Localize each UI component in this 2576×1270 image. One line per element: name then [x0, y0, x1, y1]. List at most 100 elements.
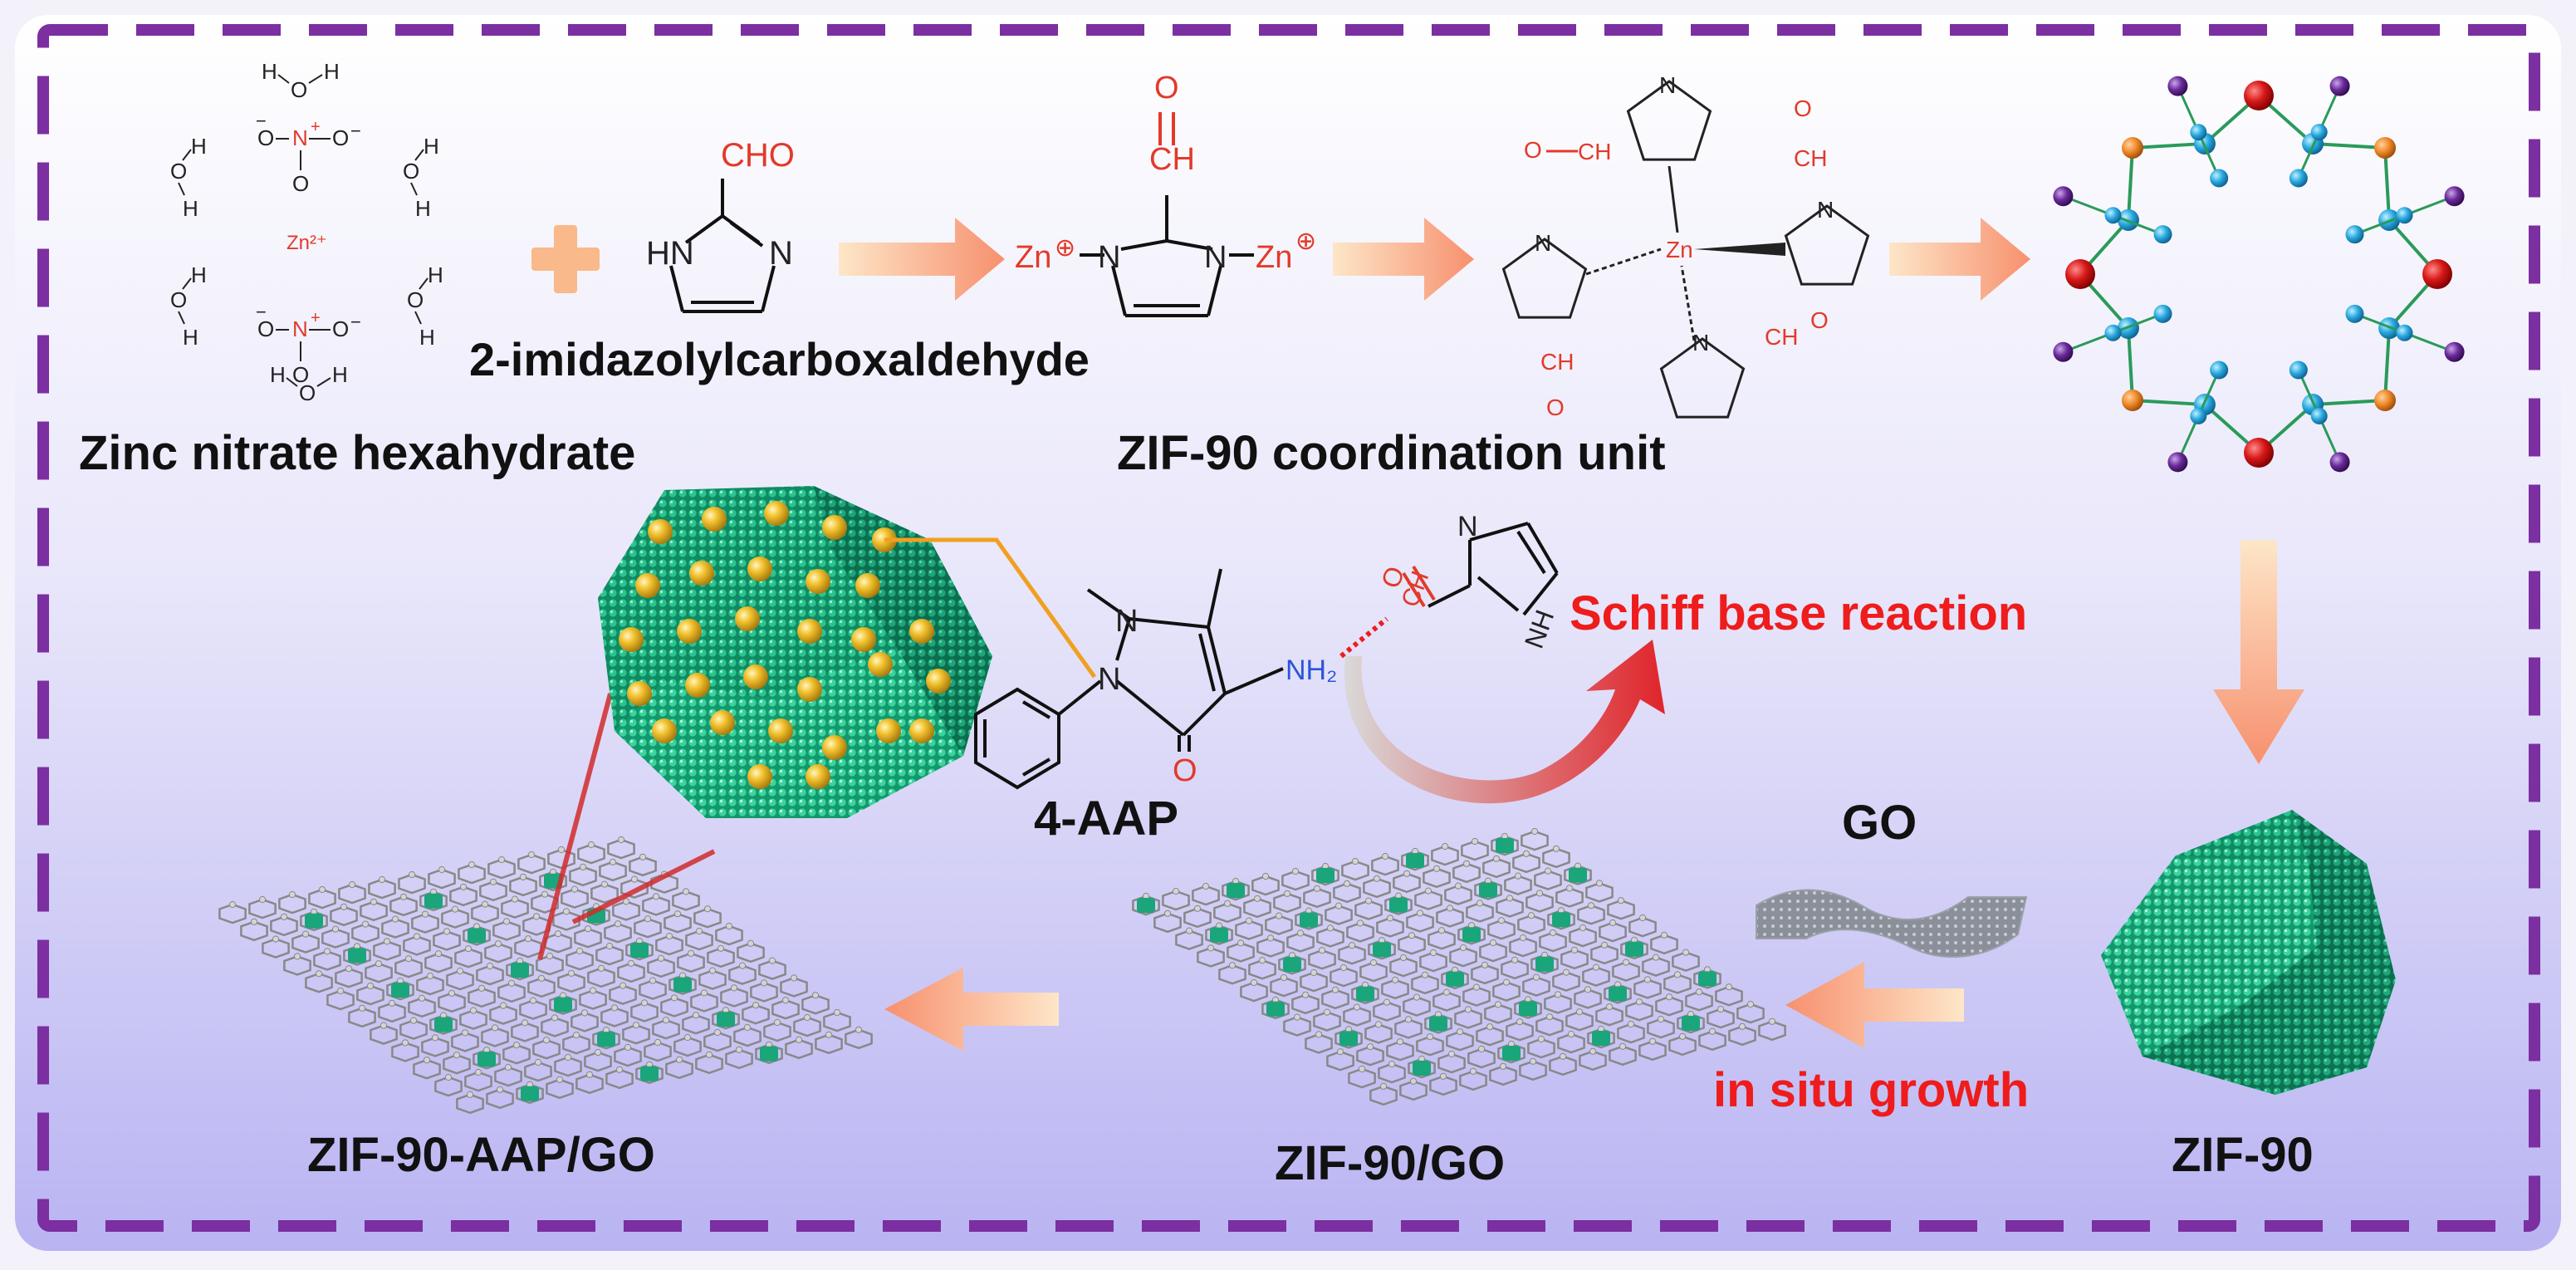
water-molecule: OHH: [403, 134, 439, 221]
zif-particle: [554, 997, 572, 1013]
cage-atom: [2329, 76, 2350, 96]
zif-particle: [1406, 853, 1424, 868]
arrow-bottom-left: [884, 968, 1059, 1051]
cage-atom: [2396, 207, 2413, 224]
zif-particle: [1413, 1061, 1431, 1076]
gold-sphere: [689, 561, 714, 586]
cage-atom: [2310, 124, 2328, 141]
label-aap: 4-AAP: [1034, 792, 1178, 846]
gold-sphere: [677, 619, 702, 644]
zif-particle: [1698, 971, 1717, 987]
zif-particle: [1552, 912, 1570, 928]
cage-atom: [2104, 207, 2122, 224]
cage-atom: [2190, 124, 2207, 141]
zif-particle: [1137, 898, 1155, 913]
svg-text:−: −: [256, 302, 267, 322]
zif-particle: [1535, 956, 1554, 972]
gold-sphere: [797, 677, 822, 702]
gold-sphere: [806, 569, 830, 594]
gold-sphere: [868, 652, 893, 677]
curved-arrow: [1344, 640, 1665, 804]
zif-particle: [1625, 941, 1643, 957]
svg-text:H: H: [419, 325, 435, 350]
arrow-1: [839, 218, 1005, 301]
gold-sphere: [619, 627, 644, 652]
svg-text:H: H: [270, 362, 286, 387]
svg-text:−: −: [350, 120, 361, 141]
gold-sphere: [743, 664, 768, 689]
svg-text:O: O: [1524, 137, 1542, 163]
svg-text:O: O: [292, 171, 309, 196]
aap-n1: N: [1115, 604, 1138, 639]
svg-text:−: −: [256, 110, 267, 131]
gold-sphere: [909, 619, 934, 644]
cage-atom: [2444, 186, 2465, 207]
zif-particle: [630, 943, 649, 958]
aap-molecule: N N O NH₂: [974, 568, 1337, 790]
zif-particle: [1462, 927, 1481, 943]
svg-text:O: O: [291, 77, 307, 102]
zif-particle: [305, 913, 323, 929]
svg-text:O: O: [1546, 395, 1565, 420]
label-schiff: Schiff base reaction: [1570, 586, 2027, 640]
gold-sphere: [702, 507, 727, 532]
label-zif90-aap-go: ZIF-90-AAP/GO: [307, 1128, 655, 1182]
cage-atom: [2444, 341, 2465, 362]
cage-atom: [2065, 259, 2095, 289]
svg-text:O: O: [170, 159, 187, 184]
ald-n: N: [1457, 511, 1478, 542]
zif-particle: [1479, 882, 1497, 898]
zif-particle: [511, 963, 529, 978]
zn-right: Zn: [1256, 240, 1292, 275]
gold-sphere: [764, 501, 789, 526]
imidazole-structure: CHO HN N: [646, 137, 795, 313]
zif-particle: [1446, 971, 1464, 987]
svg-text:N: N: [292, 316, 308, 341]
zn-complex-n1: N: [1098, 240, 1120, 275]
gold-sphere: [806, 764, 830, 789]
gold-sphere: [909, 718, 934, 743]
gold-sphere: [747, 557, 772, 581]
zif-particle: [1227, 883, 1245, 898]
svg-text:H: H: [424, 134, 439, 159]
gold-sphere: [855, 573, 880, 598]
svg-text:O: O: [170, 287, 187, 312]
zif-particle: [1210, 927, 1228, 943]
zif-particle: [391, 983, 409, 998]
arrow-down: [2213, 540, 2304, 764]
cage-atom: [2053, 341, 2074, 362]
gold-sphere: [768, 718, 793, 743]
svg-text:O: O: [332, 316, 349, 341]
zif-particle: [477, 1052, 496, 1067]
cage-atom: [2289, 169, 2308, 188]
gold-sphere: [822, 515, 847, 540]
cage-atom: [2210, 360, 2229, 380]
zif-particle: [1609, 986, 1627, 1002]
label-in-situ: in situ growth: [1713, 1063, 2029, 1117]
svg-text:H: H: [191, 134, 207, 159]
svg-text:H: H: [324, 59, 340, 84]
zif-particle: [434, 1017, 453, 1032]
cage-atom: [2310, 407, 2328, 424]
water-molecule: OHH: [407, 262, 443, 350]
gold-sphere: [652, 718, 677, 743]
aap-connector-line: [884, 537, 1097, 679]
svg-text:H: H: [332, 362, 348, 387]
zif90-crystal: [2101, 810, 2396, 1095]
svg-text:O: O: [1810, 307, 1829, 333]
hbond-dotted: [1339, 616, 1388, 659]
coord-ring-bottom: N: [1659, 330, 1746, 419]
arrow-3: [1889, 218, 2030, 301]
svg-text:N: N: [1817, 197, 1834, 223]
cage-atom: [2345, 225, 2364, 244]
label-zif90-go: ZIF-90/GO: [1275, 1136, 1505, 1190]
cage-atom: [2374, 390, 2397, 412]
zn-complex-n2: N: [1204, 240, 1227, 275]
svg-text:N: N: [1692, 330, 1709, 356]
svg-text:CH: CH: [1794, 145, 1827, 171]
cage-atom: [2104, 324, 2122, 341]
cage-atom: [2244, 438, 2274, 468]
svg-text:O: O: [257, 125, 274, 150]
